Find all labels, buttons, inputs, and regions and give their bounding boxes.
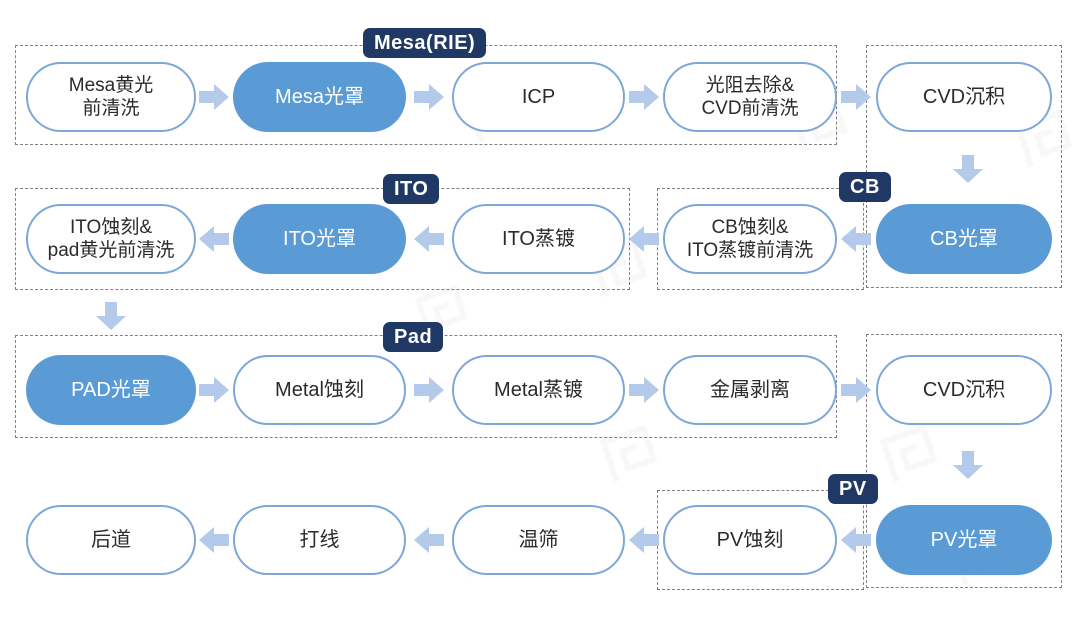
- node-cvd-deposition-2: CVD沉积: [876, 355, 1052, 425]
- node-pv-etch: PV蚀刻: [663, 505, 837, 575]
- node-text-line: Metal蚀刻: [275, 378, 364, 401]
- watermark-logo-icon: [879, 424, 938, 483]
- group-label-cb: CB: [839, 172, 891, 202]
- node-text-line: Metal蒸镀: [494, 378, 583, 401]
- group-label-pv: PV: [828, 474, 878, 504]
- arrow-right-icon: [629, 84, 659, 110]
- node-text-line: CB蚀刻&: [711, 216, 789, 238]
- node-wire-bond: 打线: [233, 505, 406, 575]
- node-cb-etch-ito-clean: CB蚀刻& ITO蒸镀前清洗: [663, 204, 837, 274]
- node-text-line: PV蚀刻: [716, 528, 784, 551]
- node-mesa-mask: Mesa光罩: [233, 62, 406, 132]
- node-text-line: 金属剥离: [710, 378, 790, 401]
- node-text-line: ITO蒸镀: [502, 227, 575, 250]
- arrow-down-icon: [96, 302, 126, 330]
- group-label-pad: Pad: [383, 322, 444, 352]
- node-text-line: CVD沉积: [922, 378, 1006, 401]
- node-text-line: ITO光罩: [283, 227, 356, 250]
- node-ito-mask: ITO光罩: [233, 204, 406, 274]
- node-text-line: 打线: [299, 528, 340, 551]
- arrow-left-icon: [629, 527, 659, 553]
- node-text-line: pad黄光前清洗: [47, 240, 175, 261]
- arrow-left-icon: [841, 226, 871, 252]
- arrow-right-icon: [199, 377, 229, 403]
- node-icp: ICP: [452, 62, 625, 132]
- group-cvd-cb-outline: [866, 45, 1062, 288]
- node-text-line: Mesa光罩: [275, 85, 364, 108]
- arrow-right-icon: [414, 377, 444, 403]
- node-text-line: CB光罩: [930, 227, 998, 250]
- node-text-line: 光阻去除&: [705, 74, 795, 96]
- arrow-left-icon: [199, 527, 229, 553]
- arrow-down-icon: [953, 451, 983, 479]
- node-text-line: 后道: [91, 528, 131, 551]
- node-text-line: PAD光罩: [71, 378, 151, 401]
- node-cvd-deposition-1: CVD沉积: [876, 62, 1052, 132]
- node-pr-strip-cvd-clean: 光阻去除& CVD前清洗: [663, 62, 837, 132]
- node-text-line: ITO蒸镀前清洗: [686, 240, 814, 261]
- node-text-line: 温筛: [518, 528, 559, 551]
- node-mesa-pre-clean: Mesa黄光 前清洗: [26, 62, 196, 132]
- node-pad-mask: PAD光罩: [26, 355, 196, 425]
- arrow-left-icon: [414, 226, 444, 252]
- node-text-line: CVD前清洗: [701, 98, 799, 119]
- node-back-end: 后道: [26, 505, 196, 575]
- arrow-right-icon: [199, 84, 229, 110]
- watermark-logo-icon: [414, 284, 468, 338]
- group-label-mesa: Mesa(RIE): [363, 28, 487, 58]
- node-text-line: ICP: [521, 85, 556, 108]
- watermark-logo-icon: [599, 424, 658, 483]
- node-temp-screen: 温筛: [452, 505, 625, 575]
- arrow-left-icon: [629, 226, 659, 252]
- node-text-line: ITO蚀刻&: [70, 216, 152, 238]
- arrow-right-icon: [841, 377, 871, 403]
- arrow-right-icon: [841, 84, 871, 110]
- node-metal-evaporation: Metal蒸镀: [452, 355, 625, 425]
- arrow-left-icon: [199, 226, 229, 252]
- node-metal-liftoff: 金属剥离: [663, 355, 837, 425]
- node-text-line: PV光罩: [930, 528, 998, 551]
- arrow-right-icon: [629, 377, 659, 403]
- node-text-line: CVD沉积: [922, 85, 1006, 108]
- node-text-line: 前清洗: [82, 98, 140, 119]
- group-cvd-pv-outline: [866, 334, 1062, 588]
- node-ito-etch-pad-clean: ITO蚀刻& pad黄光前清洗: [26, 204, 196, 274]
- node-text-line: Mesa黄光: [68, 74, 154, 96]
- arrow-right-icon: [414, 84, 444, 110]
- node-pv-mask: PV光罩: [876, 505, 1052, 575]
- node-ito-evaporation: ITO蒸镀: [452, 204, 625, 274]
- arrow-down-icon: [953, 155, 983, 183]
- arrow-left-icon: [841, 527, 871, 553]
- group-label-ito: ITO: [383, 174, 440, 204]
- node-cb-mask: CB光罩: [876, 204, 1052, 274]
- arrow-left-icon: [414, 527, 444, 553]
- node-metal-etch: Metal蚀刻: [233, 355, 406, 425]
